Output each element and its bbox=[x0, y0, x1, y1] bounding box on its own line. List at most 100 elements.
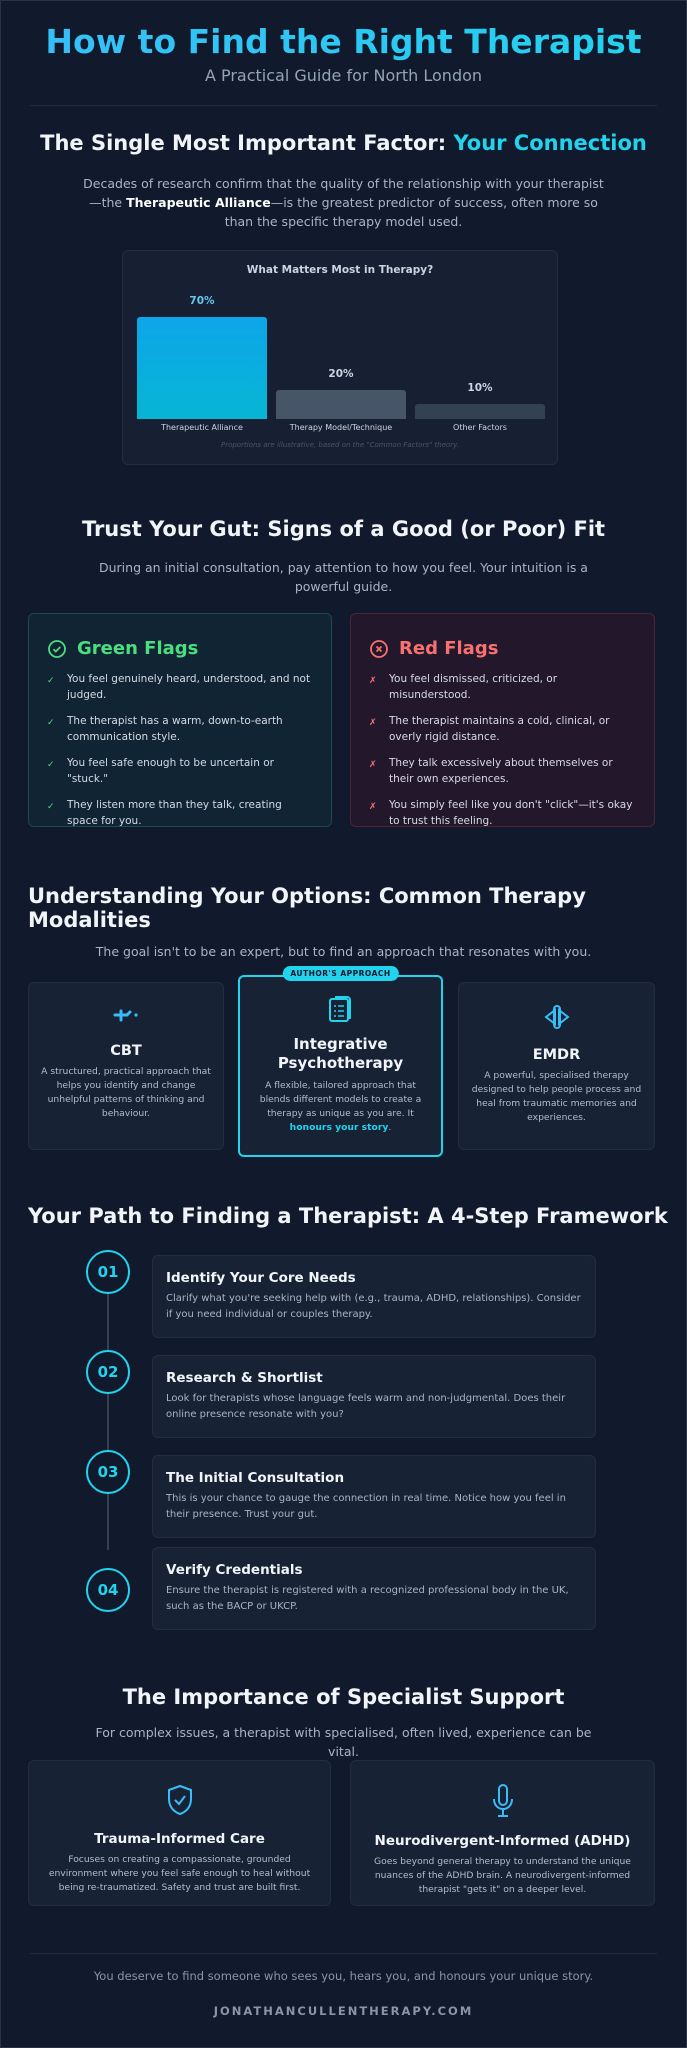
eye-icon bbox=[543, 1005, 570, 1029]
gut-intro: During an initial consultation, pay atte… bbox=[99, 560, 588, 594]
shield-check-icon bbox=[167, 1784, 192, 1816]
step-card: The Initial Consultation This is your ch… bbox=[152, 1455, 596, 1538]
para-bold: Therapeutic Alliance bbox=[126, 195, 271, 210]
x-circle-icon bbox=[370, 639, 388, 658]
step-card: Identify Your Core Needs Clarify what yo… bbox=[152, 1255, 596, 1338]
step-number: 04 bbox=[86, 1568, 130, 1612]
red-flags-list: ✗ You feel dismissed, criticized, or misu… bbox=[369, 671, 636, 829]
cross-icon: ✗ bbox=[369, 760, 377, 770]
website-link[interactable]: JONATHANCULLENTHERAPY.COM bbox=[213, 2004, 474, 2018]
step-title: Identify Your Core Needs bbox=[166, 1270, 356, 1286]
check-icon: ✓ bbox=[47, 718, 55, 728]
heading-prefix: The Single Most Important Factor: bbox=[40, 131, 454, 155]
bar-value-label: 10% bbox=[467, 382, 493, 395]
bar-value-label: 70% bbox=[189, 295, 215, 307]
flag-text: You feel genuinely heard, understood, an… bbox=[67, 673, 311, 701]
card-desc-highlight: honours your story bbox=[289, 1122, 389, 1133]
card-desc: A structured, practical approach that he… bbox=[41, 1066, 211, 1119]
flag-text: They listen more than they talk, creatin… bbox=[67, 799, 282, 827]
card-desc-end: . bbox=[388, 1122, 392, 1133]
timeline-line bbox=[107, 1290, 109, 1550]
modality-card-integrative: AUTHOR'S APPROACH Integrative Psychother… bbox=[238, 966, 443, 1157]
chart-note: Proportions are illustrative, based on t… bbox=[220, 441, 459, 449]
flag-text: You feel dismissed, criticized, or misun… bbox=[389, 673, 558, 701]
step-desc: This is your chance to gauge the connect… bbox=[166, 1493, 566, 1520]
flag-text: You feel safe enough to be uncertain or … bbox=[67, 757, 274, 785]
check-circle-icon bbox=[48, 639, 66, 658]
bar-category-label: Therapeutic Alliance bbox=[161, 423, 243, 432]
check-icon: ✓ bbox=[47, 760, 55, 770]
bar-chart: What Matters Most in Therapy? Proportion… bbox=[122, 250, 558, 465]
bar-0 bbox=[137, 317, 267, 419]
green-flags-header: Green Flags bbox=[47, 638, 313, 659]
green-flags-panel: Green Flags ✓ You feel genuinely heard, u… bbox=[28, 613, 332, 827]
cross-icon: ✗ bbox=[369, 676, 377, 686]
card-title: Trauma-Informed Care bbox=[94, 1831, 265, 1847]
bar-category-label: Other Factors bbox=[453, 423, 507, 432]
red-flag-item: ✗ You feel dismissed, criticized, or misu… bbox=[369, 671, 636, 703]
modality-card-cbt: CBT A structured, practical approach tha… bbox=[28, 982, 224, 1150]
flag-text: They talk excessively about themselves o… bbox=[389, 757, 613, 785]
green-flag-item: ✓ You feel safe enough to be uncertain or… bbox=[47, 755, 313, 787]
step-desc: Clarify what you're seeking help with (e… bbox=[166, 1293, 581, 1320]
microphone-icon bbox=[492, 1784, 513, 1817]
bar-2 bbox=[415, 404, 545, 419]
red-flags-header: Red Flags bbox=[369, 638, 636, 659]
step-title: Research & Shortlist bbox=[166, 1370, 323, 1386]
card-desc: A flexible, tailored approach that blend… bbox=[252, 1079, 429, 1135]
step-number: 03 bbox=[86, 1450, 130, 1494]
clipboard-list-icon bbox=[328, 996, 351, 1022]
chart-title: What Matters Most in Therapy? bbox=[246, 264, 434, 276]
card-desc: A powerful, specialised therapy designed… bbox=[471, 1070, 642, 1123]
modality-card-emdr: EMDR A powerful, specialised therapy des… bbox=[458, 982, 655, 1150]
page-title: How to Find the Right Therapist bbox=[0, 22, 687, 61]
flag-text: The therapist maintains a cold, clinical… bbox=[389, 715, 610, 743]
step-number: 02 bbox=[86, 1350, 130, 1394]
path-heading: Your Path to Finding a Therapist: A 4-St… bbox=[28, 1204, 668, 1228]
card-title: CBT bbox=[110, 1043, 142, 1059]
step-title: The Initial Consultation bbox=[166, 1470, 345, 1486]
green-flags-title: Green Flags bbox=[77, 638, 199, 659]
green-flag-item: ✓ You feel genuinely heard, understood, a… bbox=[47, 671, 313, 703]
red-flag-item: ✗ The therapist maintains a cold, clinica… bbox=[369, 713, 636, 745]
bar-1 bbox=[276, 389, 406, 419]
green-flag-item: ✓ The therapist has a warm, down-to-earth… bbox=[47, 713, 313, 745]
green-flag-item: ✓ They listen more than they talk, creati… bbox=[47, 797, 313, 829]
flag-text: The therapist has a warm, down-to-earth … bbox=[67, 715, 283, 743]
specialist-intro: For complex issues, a therapist with spe… bbox=[95, 1725, 592, 1759]
red-flags-panel: Red Flags ✗ You feel dismissed, criticize… bbox=[350, 613, 655, 827]
check-icon: ✓ bbox=[47, 676, 55, 686]
para-text: —is the greatest predictor of success, o… bbox=[224, 195, 598, 229]
step-desc: Look for therapists whose language feels… bbox=[166, 1393, 566, 1420]
step-number: 01 bbox=[86, 1250, 130, 1294]
red-flag-item: ✗ You simply feel like you don't "click"—… bbox=[369, 797, 636, 829]
step-card: Research & Shortlist Look for therapists… bbox=[152, 1355, 596, 1438]
card-title: Integrative Psychotherapy bbox=[277, 1035, 404, 1072]
check-icon: ✓ bbox=[47, 802, 55, 812]
connection-paragraph: Decades of research confirm that the qua… bbox=[0, 174, 687, 231]
card-desc: Focuses on creating a compassionate, gro… bbox=[48, 1854, 311, 1893]
step-desc: Ensure the therapist is registered with … bbox=[166, 1585, 569, 1612]
step-title: Verify Credentials bbox=[166, 1562, 303, 1578]
specialist-heading: The Importance of Specialist Support bbox=[122, 1685, 565, 1709]
page-subtitle: A Practical Guide for North London bbox=[204, 66, 483, 85]
closing-text: You deserve to find someone who sees you… bbox=[93, 1969, 594, 1983]
specialist-card-trauma: Trauma-Informed Care Focuses on creating… bbox=[28, 1760, 331, 1906]
bar-value-label: 20% bbox=[328, 367, 354, 380]
route-icon bbox=[113, 1009, 138, 1022]
divider bbox=[30, 105, 657, 106]
gut-heading: Trust Your Gut: Signs of a Good (or Poor… bbox=[81, 517, 606, 541]
specialist-card-adhd: Neurodivergent-Informed (ADHD) Goes beyo… bbox=[350, 1760, 655, 1906]
cross-icon: ✗ bbox=[369, 802, 377, 812]
green-flags-list: ✓ You feel genuinely heard, understood, a… bbox=[47, 671, 313, 829]
modalities-intro: The goal isn't to be an expert, but to f… bbox=[95, 944, 592, 959]
flag-text: You simply feel like you don't "click"—i… bbox=[389, 799, 633, 827]
divider bbox=[30, 1953, 657, 1954]
step-card: Verify Credentials Ensure the therapist … bbox=[152, 1547, 596, 1630]
card-title: EMDR bbox=[532, 1047, 581, 1063]
modalities-heading: Understanding Your Options: Common Thera… bbox=[28, 884, 586, 932]
heading-accent: Your Connection bbox=[453, 131, 647, 155]
cross-icon: ✗ bbox=[369, 718, 377, 728]
connection-heading: The Single Most Important Factor: Your C… bbox=[0, 131, 687, 155]
red-flags-title: Red Flags bbox=[399, 638, 499, 659]
